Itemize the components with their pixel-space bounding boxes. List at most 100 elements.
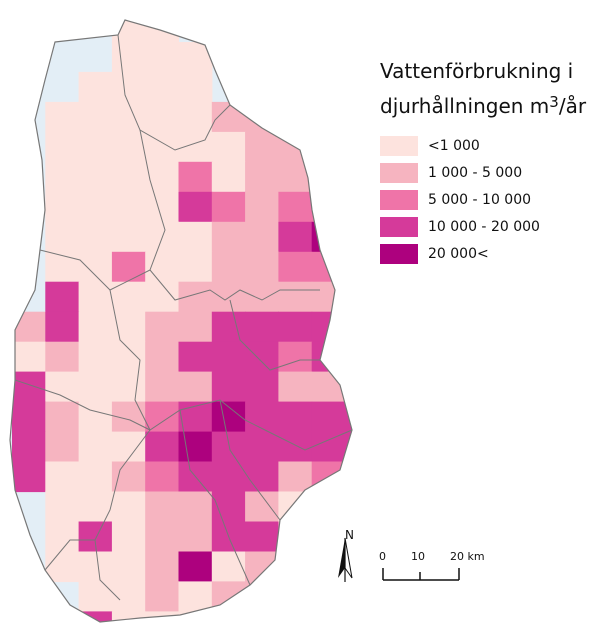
grid-cell: [45, 521, 80, 553]
north-arrow-icon: [338, 537, 353, 582]
grid-cell: [378, 462, 412, 493]
grid-cell: [278, 401, 313, 433]
grid-cell: [45, 131, 80, 163]
scale-tick-20: 20 km: [450, 550, 485, 563]
grid-cell: [478, 432, 512, 463]
grid-cell: [311, 401, 346, 433]
grid-cell: [345, 311, 352, 343]
grid-cell: [345, 371, 352, 403]
grid-cell: [145, 101, 180, 133]
grid-cell: [211, 311, 246, 343]
grid-cell: [111, 581, 146, 612]
municipality-boundary: [117, 34, 231, 151]
grid-cell: [278, 341, 313, 373]
grid-cell: [278, 491, 313, 523]
grid-cell: [378, 492, 412, 523]
grid-cell: [145, 71, 180, 103]
legend-item: 10 000 - 20 000: [380, 217, 540, 237]
grid-cell: [311, 341, 346, 373]
grid-cell: [345, 281, 352, 313]
grid-cell: [378, 312, 412, 343]
grid-cell: [245, 311, 279, 343]
grid-cell: [278, 221, 313, 253]
grid-cell: [145, 161, 180, 193]
grid-cell: [345, 101, 352, 133]
grid-cell: [245, 431, 279, 463]
scale-tick-0: 0: [379, 550, 386, 563]
grid-cell: [145, 341, 180, 373]
legend-swatch: [380, 136, 418, 156]
grid-cell: [78, 101, 113, 133]
grid-cell: [12, 341, 46, 373]
grid-cell: [245, 581, 279, 612]
grid-cell: [412, 282, 446, 313]
grid-cell: [111, 431, 146, 463]
grid-cell: [78, 401, 113, 433]
grid-cell: [211, 161, 246, 193]
grid-cell: [278, 251, 313, 283]
grid-cell: [178, 161, 213, 193]
grid-cell: [78, 281, 113, 313]
grid-cell: [45, 251, 80, 283]
grid-cell: [45, 101, 80, 133]
grid-cell: [145, 461, 180, 493]
municipality-boundary: [14, 379, 151, 431]
grid-cell: [378, 402, 412, 433]
grid-cell: [278, 191, 313, 223]
grid-cell: [45, 221, 80, 253]
grid-cell: [45, 371, 80, 403]
grid-cell: [178, 42, 213, 73]
municipality-boundary: [44, 539, 95, 571]
legend-label: 10 000 - 20 000: [428, 219, 540, 235]
legend-item: 20 000<: [380, 244, 489, 264]
grid-cell: [78, 431, 113, 463]
grid-cell: [78, 221, 113, 253]
grid-cell: [111, 251, 146, 283]
grid-cell: [111, 521, 146, 553]
grid-cell: [211, 221, 246, 253]
legend-item: 1 000 - 5 000: [380, 163, 522, 183]
grid-cell: [111, 371, 146, 403]
grid-cell: [378, 432, 412, 463]
grid-cell: [45, 431, 80, 463]
grid-cell: [278, 581, 313, 612]
legend-title-line1: Vattenförbrukning i: [380, 59, 574, 83]
grid-cell: [345, 251, 352, 283]
grid-cell: [145, 611, 180, 622]
grid-cell: [178, 191, 213, 223]
grid-cell: [145, 131, 180, 163]
grid-cell: [178, 431, 213, 463]
grid-cell: [45, 311, 80, 343]
grid-cell: [111, 42, 146, 73]
grid-cell: [278, 461, 313, 493]
grid-cell: [378, 282, 412, 313]
grid-cell: [345, 191, 352, 223]
grid-cell: [311, 221, 346, 253]
grid-cell: [211, 551, 246, 583]
grid-cell: [145, 281, 180, 313]
grid-cell: [78, 341, 113, 373]
grid-cell: [211, 491, 246, 523]
grid-cell: [278, 281, 313, 313]
legend-label: 20 000<: [428, 246, 489, 262]
grid-cell: [345, 221, 352, 253]
grid-cell: [45, 341, 80, 373]
grid-cell: [211, 251, 246, 283]
grid-cell: [211, 191, 246, 223]
grid-cell: [211, 431, 246, 463]
grid-cell: [45, 191, 80, 223]
grid-cell: [345, 341, 352, 373]
grid-cell: [311, 191, 346, 223]
grid-cell: [78, 611, 113, 622]
grid-cell: [278, 431, 313, 463]
grid-cell: [111, 281, 146, 313]
grid-cell: [245, 221, 279, 253]
grid-cell: [211, 131, 246, 163]
grid-cell: [111, 131, 146, 163]
municipality-boundary: [39, 249, 151, 291]
grid-cell: [178, 491, 213, 523]
legend-item: <1 000: [380, 136, 480, 156]
grid-cell: [78, 461, 113, 493]
county-border: [9, 19, 353, 623]
